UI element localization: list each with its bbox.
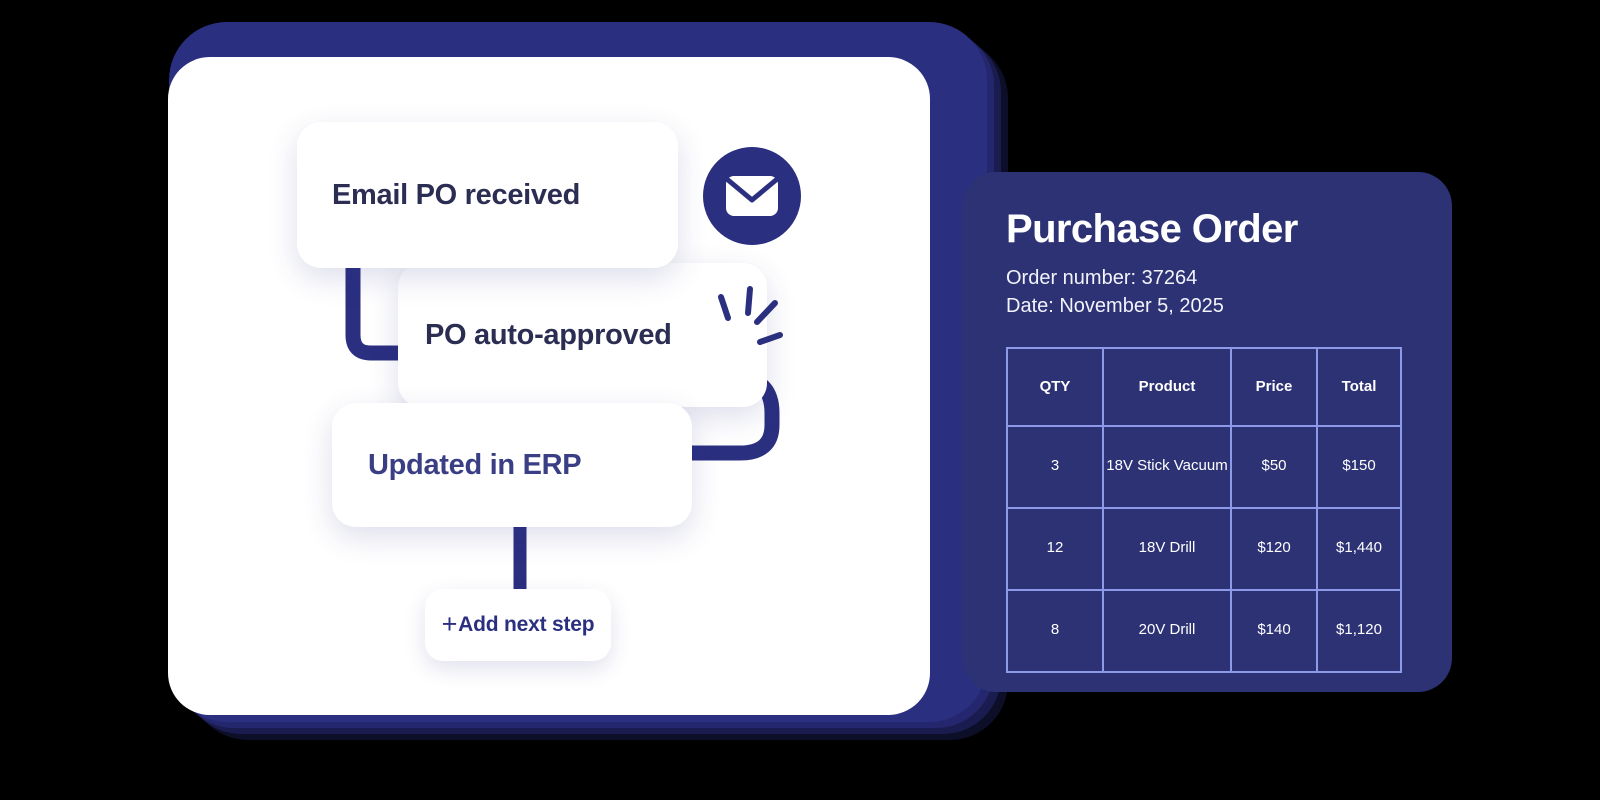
add-next-step-label: + Add next step xyxy=(441,608,595,639)
purchase-order-panel: Purchase Order Order number: 37264 Date:… xyxy=(962,172,1452,692)
workflow-node-label: Email PO received xyxy=(332,178,580,211)
add-next-step-text: Add next step xyxy=(458,613,595,636)
purchase-order-title: Purchase Order xyxy=(1006,207,1298,251)
table-row: 3 18V Stick Vacuum $50 $150 xyxy=(1006,424,1402,509)
workflow-node-label: Updated in ERP xyxy=(368,448,582,481)
purchase-order-date: Date: November 5, 2025 xyxy=(1006,295,1224,318)
column-header-price: Price xyxy=(1230,346,1318,427)
cell-price: $140 xyxy=(1230,588,1318,673)
cell-price: $120 xyxy=(1230,506,1318,591)
table-row: 8 20V Drill $140 $1,120 xyxy=(1006,588,1402,673)
table-row: 12 18V Drill $120 $1,440 xyxy=(1006,506,1402,591)
cell-qty: 3 xyxy=(1006,424,1104,509)
cell-total: $1,120 xyxy=(1316,588,1402,673)
plus-icon: + xyxy=(441,608,458,639)
cell-product: 20V Drill xyxy=(1102,588,1232,673)
column-header-product: Product xyxy=(1102,346,1232,427)
cell-product: 18V Drill xyxy=(1102,506,1232,591)
workflow-node-label: PO auto-approved xyxy=(425,318,672,351)
workflow-node-po-auto-approved[interactable]: PO auto-approved xyxy=(398,263,767,407)
table-header-row: QTY Product Price Total xyxy=(1006,346,1402,427)
column-header-qty: QTY xyxy=(1006,346,1104,427)
cell-qty: 12 xyxy=(1006,506,1104,591)
workflow-node-email-po-received[interactable]: Email PO received xyxy=(297,122,678,268)
column-header-total: Total xyxy=(1316,346,1402,427)
purchase-order-number: Order number: 37264 xyxy=(1006,267,1198,289)
cell-total: $1,440 xyxy=(1316,506,1402,591)
add-next-step-button[interactable]: + Add next step xyxy=(425,589,611,661)
cell-total: $150 xyxy=(1316,424,1402,509)
cell-product: 18V Stick Vacuum xyxy=(1102,424,1232,509)
cell-price: $50 xyxy=(1230,424,1318,509)
cell-qty: 8 xyxy=(1006,588,1104,673)
purchase-order-table: QTY Product Price Total 3 18V Stick Vacu… xyxy=(1006,346,1402,673)
envelope-icon xyxy=(703,147,801,245)
workflow-node-updated-in-erp[interactable]: Updated in ERP xyxy=(332,403,692,527)
